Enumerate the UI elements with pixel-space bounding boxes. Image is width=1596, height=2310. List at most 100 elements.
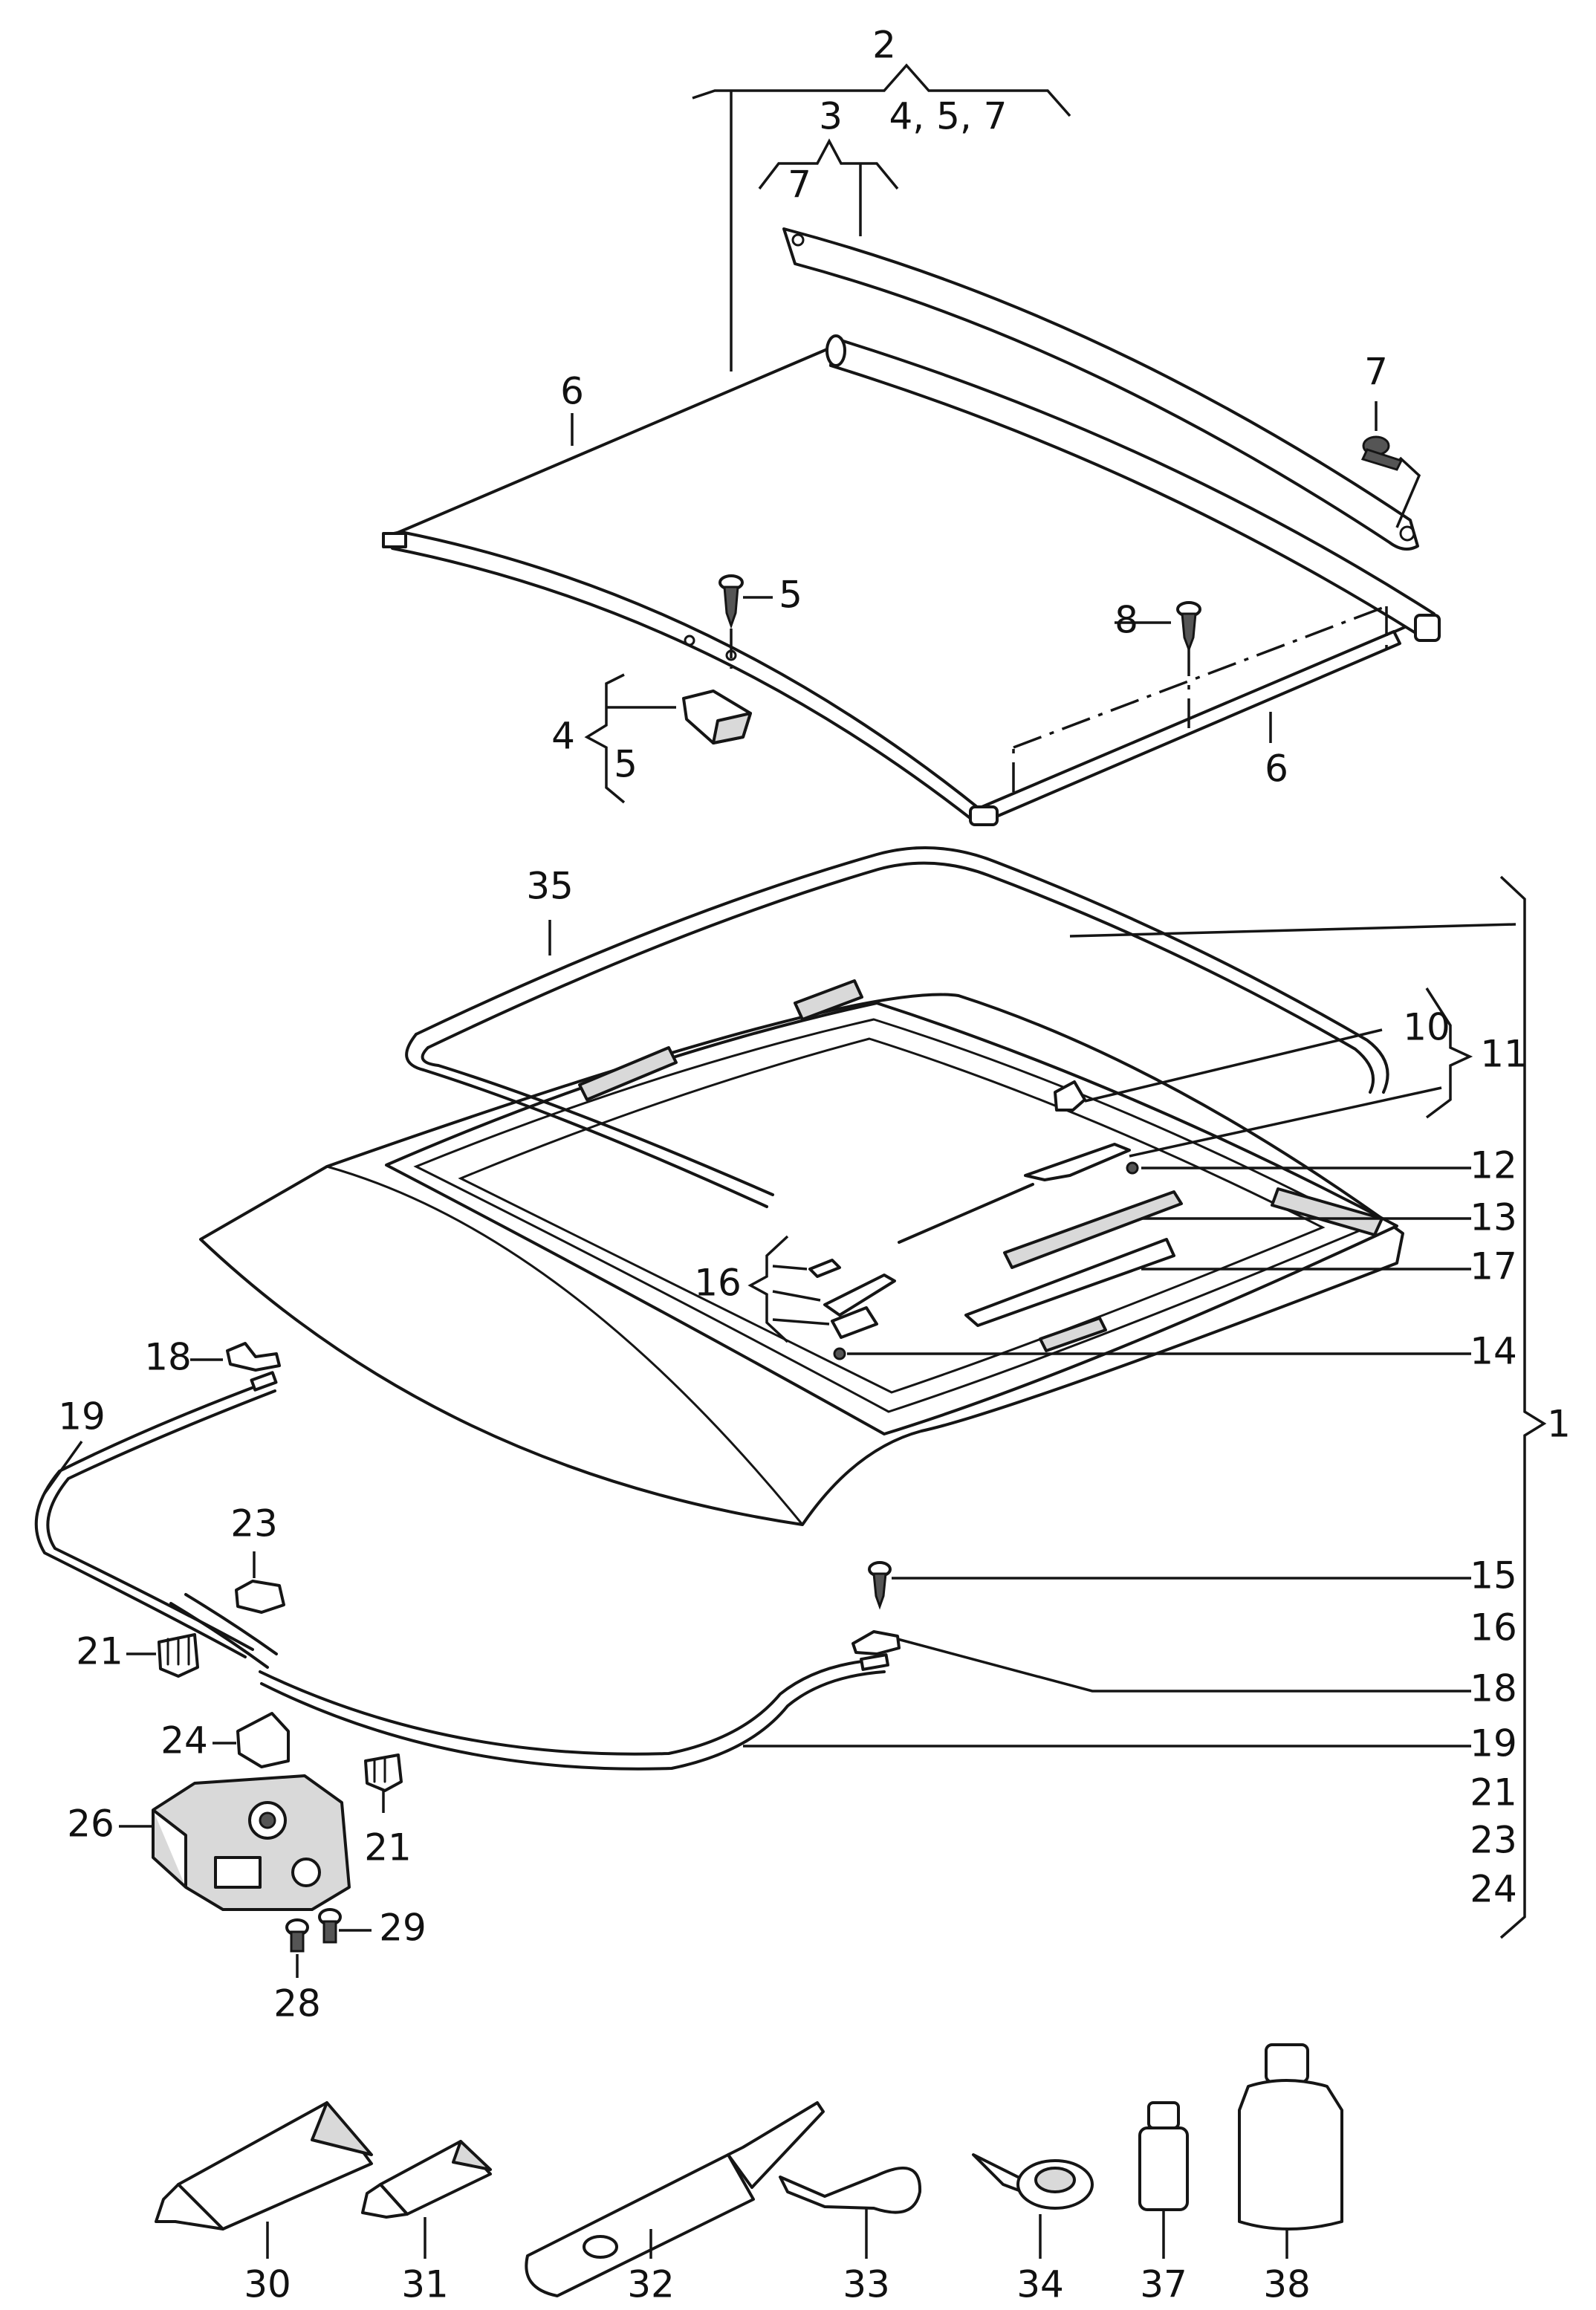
leader-16a — [772, 1265, 808, 1271]
leader-19a — [43, 1440, 83, 1495]
label-4-5-7: 4, 5, 7 — [889, 95, 1007, 138]
part-11-cable — [898, 1183, 1034, 1244]
part-11-slider — [1024, 1143, 1131, 1181]
seal-left-inner — [421, 1046, 774, 1196]
label-7-screw: 7 — [1364, 351, 1388, 394]
label-32: 32 — [627, 2263, 675, 2306]
cable-sleeve-2 — [184, 1593, 278, 1655]
label-5-screw: 5 — [779, 574, 802, 617]
cable-19-left-2 — [46, 1389, 276, 1651]
cable-19-left — [34, 1381, 269, 1658]
pull-bar-end — [969, 805, 999, 826]
top-bracket-group — [692, 63, 1071, 372]
cable-end-left — [250, 1371, 278, 1392]
label-16-list: 16 — [1470, 1606, 1517, 1649]
bracket-1 — [1499, 875, 1547, 1939]
part-16-b — [823, 1274, 896, 1317]
label-33: 33 — [843, 2263, 890, 2306]
roof-crease — [325, 1165, 804, 1526]
tube-30 — [155, 2101, 373, 2259]
frame-slot-3 — [1271, 1187, 1383, 1236]
label-34: 34 — [1016, 2263, 1064, 2306]
screw-29 — [318, 1908, 372, 1944]
label-21-list: 21 — [1470, 1771, 1517, 1814]
screw-5 — [718, 574, 744, 669]
dash-diag — [1013, 605, 1387, 749]
screw-28 — [285, 1918, 309, 1978]
screw-15 — [868, 1561, 1471, 1610]
label-14: 14 — [1470, 1330, 1517, 1373]
roller-end-left — [825, 334, 846, 367]
bracket-3 — [758, 138, 899, 190]
guide-rail-body — [782, 227, 1419, 551]
clip-18-right — [851, 1630, 1471, 1693]
label-7-rail: 7 — [788, 163, 811, 207]
rail-hole-front — [791, 233, 805, 247]
seal-left-outer — [405, 1033, 768, 1208]
label-21-left: 21 — [76, 1630, 123, 1673]
part-13 — [1003, 1190, 1183, 1269]
label-24-list: 24 — [1470, 1868, 1517, 1911]
label-28: 28 — [273, 1982, 321, 2025]
part-17 — [964, 1238, 1175, 1327]
part-10 — [1054, 1080, 1086, 1112]
label-6-right: 6 — [1265, 747, 1288, 791]
bottle-37 — [1138, 2101, 1189, 2259]
frame-slot-1 — [578, 1046, 678, 1101]
leader-7-rail — [1395, 456, 1421, 528]
screw-8 — [1176, 601, 1201, 653]
frame-leaders — [747, 923, 1516, 1355]
label-31: 31 — [401, 2263, 449, 2306]
part-14 — [833, 1347, 846, 1360]
label-10: 10 — [1403, 1006, 1450, 1049]
leader-16b — [772, 1290, 821, 1302]
frame-parts — [808, 1080, 1183, 1360]
screw-7 — [1360, 435, 1404, 471]
leader-18b — [897, 1638, 1471, 1693]
bracket-16 — [747, 1235, 789, 1343]
label-17: 17 — [1470, 1245, 1517, 1288]
clip-21-right — [364, 1753, 403, 1813]
label-35: 35 — [526, 865, 574, 908]
bar-end-left — [382, 532, 407, 548]
label-18-left: 18 — [144, 1336, 192, 1379]
label-26: 26 — [67, 1803, 114, 1846]
rail-hole-rear — [1399, 525, 1415, 542]
bracket-11 — [1425, 987, 1473, 1119]
callout-labels: 2 3 4, 5, 7 7 6 7 5 8 4 5 6 35 10 11 12 … — [58, 24, 1571, 2306]
bottle-38 — [1238, 2043, 1343, 2259]
label-37: 37 — [1140, 2263, 1187, 2306]
drive-motor-26 — [119, 1774, 351, 1911]
frame-inner-rim-2 — [458, 1037, 1326, 1394]
clip-23 — [235, 1551, 285, 1614]
motor-connector — [291, 1858, 321, 1887]
cable-19-right-2 — [260, 1670, 886, 1771]
label-23-left: 23 — [230, 1502, 278, 1545]
clip-18-top — [226, 1342, 281, 1372]
sunshade-panel — [382, 334, 1441, 826]
label-5-clip: 5 — [614, 743, 638, 786]
cable-sleeve-1 — [169, 1602, 269, 1669]
drive-cables — [34, 1371, 889, 1771]
guide-rail — [782, 227, 1419, 551]
label-18-list: 18 — [1470, 1667, 1517, 1710]
leader-16c — [772, 1318, 830, 1326]
label-6-left: 6 — [560, 370, 584, 413]
tube-31 — [361, 2140, 492, 2259]
label-3: 3 — [819, 95, 843, 138]
label-13: 13 — [1470, 1196, 1517, 1239]
hole-a — [684, 635, 695, 646]
label-19-left: 19 — [58, 1395, 106, 1438]
cartridge-32 — [525, 2101, 825, 2297]
label-23-list: 23 — [1470, 1819, 1517, 1862]
leader-10 — [1084, 1028, 1383, 1103]
cable-tie-33 — [779, 2167, 922, 2259]
label-16-frame: 16 — [694, 1262, 742, 1305]
clip-part-4 — [584, 673, 752, 804]
label-38: 38 — [1263, 2263, 1311, 2306]
cable-end-right — [860, 1653, 889, 1671]
label-2: 2 — [872, 24, 896, 67]
label-1: 1 — [1547, 1403, 1571, 1446]
